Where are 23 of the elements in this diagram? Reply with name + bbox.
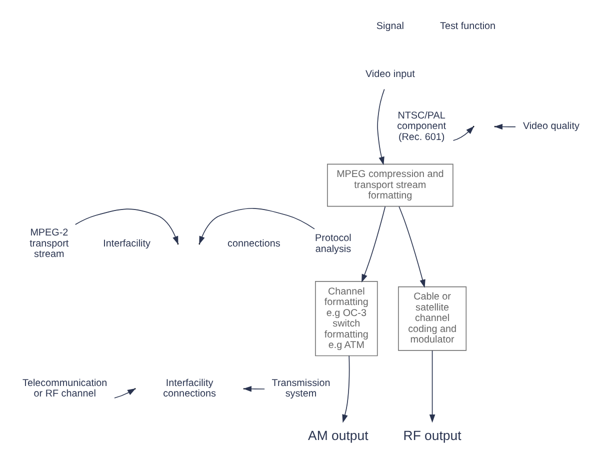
node-box: Channel formatting e.g OC-3 switch formatting e.g ATM xyxy=(314,281,378,356)
node-box: Cable or satellite channel coding and modulator xyxy=(398,286,466,351)
label: Interfacility connections xyxy=(162,378,216,400)
node-text: Telecommunication or RF channel xyxy=(22,378,107,400)
node-box: MPEG compression and transport stream formatting xyxy=(326,164,453,207)
arrow xyxy=(376,88,384,166)
arrow xyxy=(428,350,435,423)
node-text: MPEG-2 transport stream xyxy=(29,228,68,260)
label: Signal xyxy=(376,20,404,32)
node-text: Video input xyxy=(365,68,414,80)
arrow xyxy=(398,206,425,288)
node-text: NTSC/PAL component (Rec. 601) xyxy=(396,110,446,143)
label: Test function xyxy=(440,20,496,32)
node-text: Video quality xyxy=(522,121,579,132)
node-text: AM output xyxy=(308,428,368,443)
arrow xyxy=(361,206,386,283)
node-text: Protocol analysis xyxy=(314,233,351,255)
label: Interfacility xyxy=(102,238,150,250)
node-text: Transmission system xyxy=(271,378,330,400)
node-text: RF output xyxy=(402,428,461,443)
arrow xyxy=(242,386,264,392)
arrow xyxy=(342,355,350,423)
label: connections xyxy=(227,238,280,250)
